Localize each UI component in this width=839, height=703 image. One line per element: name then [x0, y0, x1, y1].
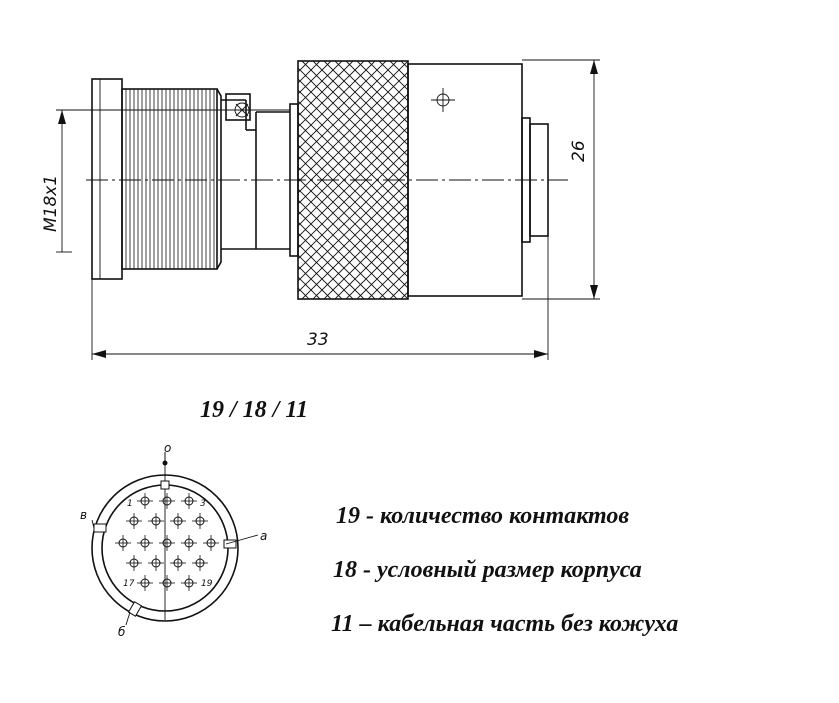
nut-ribs: [125, 89, 215, 269]
contact-pin: [170, 555, 186, 571]
contact-pin: [181, 493, 197, 509]
contact-pin: [137, 575, 153, 591]
connector-body: [221, 93, 299, 257]
contact-pin: [192, 513, 208, 529]
thread-dimension: M18x1: [41, 109, 290, 253]
contact-pin: [137, 493, 153, 509]
contact-pin: [137, 535, 153, 551]
key-label-bottom: б: [118, 625, 126, 639]
pin-label-17: 17: [123, 579, 135, 589]
contact-pin: [159, 535, 175, 551]
legend-line-2: 18 - условный размер корпуса: [333, 557, 642, 583]
contact-pin: [181, 575, 197, 591]
key-label-right: а: [260, 529, 267, 543]
contact-pin: [126, 513, 142, 529]
thread-label: M18x1: [41, 175, 61, 232]
contact-pin: [148, 555, 164, 571]
contact-pin: [159, 493, 175, 509]
pin-label-1: 1: [127, 499, 133, 509]
contact-pin: [126, 555, 142, 571]
length-dimension: 33: [91, 236, 549, 360]
contact-pin: [192, 555, 208, 571]
pin-label-19: 19: [201, 579, 213, 589]
pinout-view: 1 3 17 19 о а в б: [80, 441, 267, 639]
pin-label-3: 3: [200, 499, 206, 509]
key-label-top: о: [164, 441, 171, 455]
diameter-label: 26: [569, 140, 589, 162]
length-label: 33: [307, 330, 329, 350]
contact-pin: [148, 513, 164, 529]
contact-pin: [159, 575, 175, 591]
designation-code: 19 / 18 / 11: [200, 397, 309, 423]
coupling-nut: [91, 78, 222, 280]
diameter-dimension: 26: [522, 59, 600, 300]
contact-pins: [115, 493, 219, 591]
contact-pin: [203, 535, 219, 551]
contact-pin: [170, 513, 186, 529]
key-label-left: в: [80, 508, 87, 522]
contact-pin: [115, 535, 131, 551]
legend-line-3: 11 – кабельная часть без кожуха: [331, 611, 679, 637]
legend-line-1: 19 - количество контактов: [336, 503, 630, 529]
contact-pin: [181, 535, 197, 551]
